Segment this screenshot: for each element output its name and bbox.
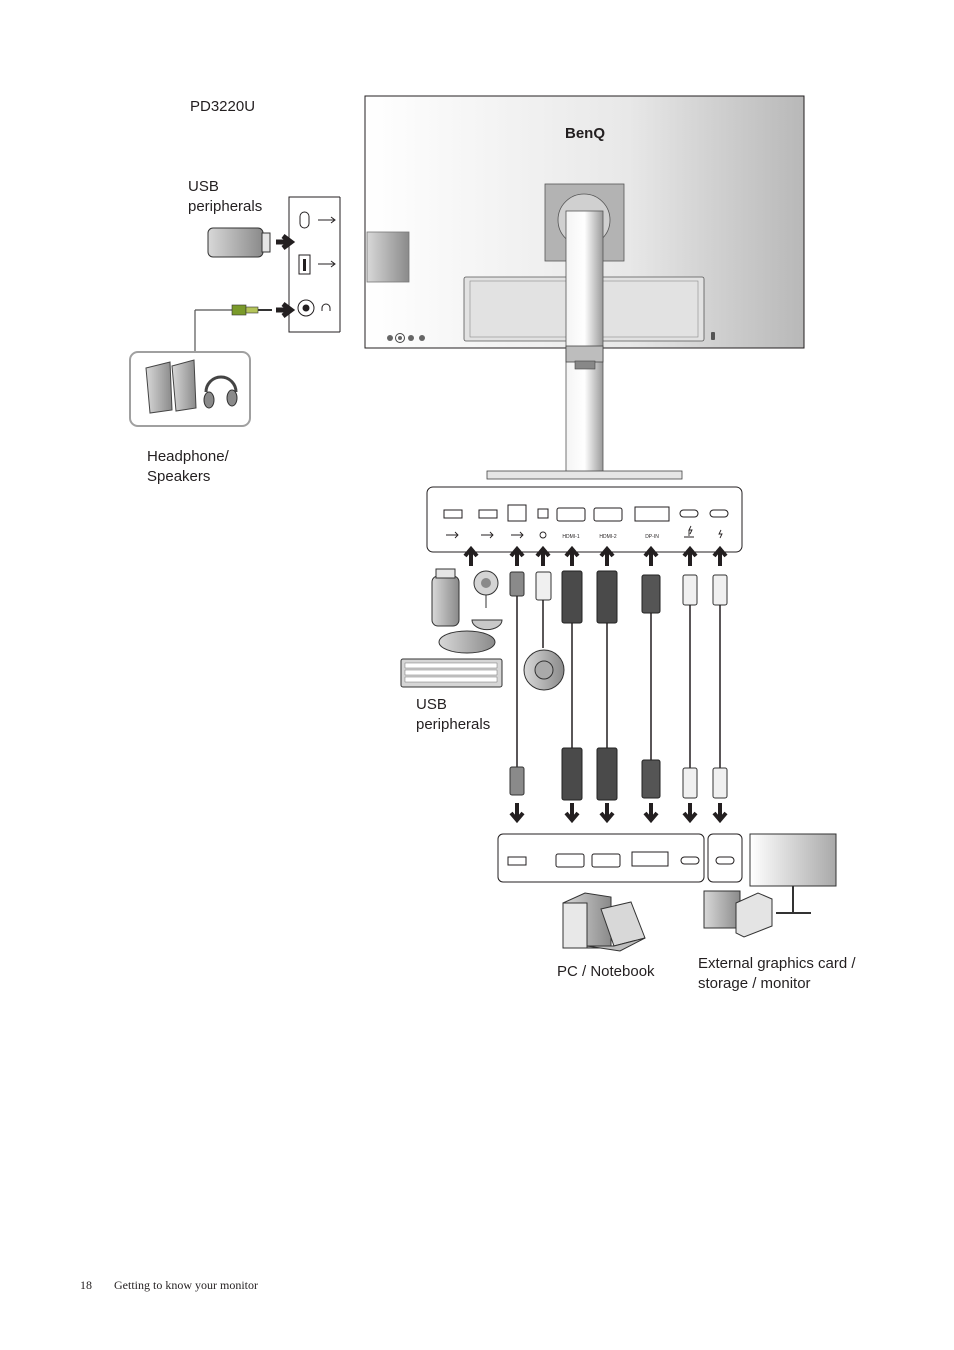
pc-hdmi-port (591, 853, 621, 868)
usb-icon (318, 260, 336, 268)
down-arrows (509, 803, 728, 824)
external-thunderbolt-port (715, 856, 735, 865)
dp-in-port (634, 506, 670, 522)
pc-hdmi-port (555, 853, 585, 868)
mouse-icon (438, 630, 496, 654)
model-label: PD3220U (190, 98, 256, 115)
side-port-panel (288, 196, 341, 333)
pc-usb-port (507, 856, 527, 866)
hdmi-2-label: HDMI-2 (599, 534, 616, 540)
storage-icon (735, 892, 773, 938)
usb-b-port (507, 504, 527, 522)
thunderbolt-icon (718, 529, 723, 539)
external-monitor-icon (749, 833, 837, 887)
dp-in-label: DP-IN (645, 534, 659, 540)
headphone-speakers-box (129, 351, 251, 427)
usb-peripherals-top-label: USB peripherals (188, 178, 263, 215)
pc-dp-port (631, 851, 669, 867)
side-port-cover (366, 231, 410, 283)
external-devices-label: External graphics card / storage / monit… (698, 955, 856, 992)
graphics-card-icon (703, 890, 741, 929)
usb-a-port (443, 509, 463, 519)
laptop-icon (684, 530, 694, 538)
headphone-jack (297, 299, 315, 317)
hotkey-puck-port (537, 508, 549, 519)
usb-a-port (478, 509, 498, 519)
brand-logo: BenQ (565, 125, 605, 142)
headphones-icon (204, 375, 238, 393)
usb-icon (446, 531, 459, 539)
hotkey-icon (539, 531, 547, 539)
rear-port-panel: HDMI-1 HDMI-2 DP-IN (426, 486, 743, 553)
usb-peripherals-group (400, 568, 565, 691)
thunderbolt-icon (688, 525, 693, 535)
pc-port-panel (497, 833, 743, 883)
speaker-icon (145, 361, 173, 414)
hdmi-1-port (556, 507, 586, 522)
arrow-right-icon (276, 234, 296, 250)
hdmi-2-port (593, 507, 623, 522)
usb-icon (318, 216, 336, 224)
usb-c-port (299, 211, 310, 229)
headphone-speakers-label: Headphone/ Speakers (147, 448, 229, 485)
thunderbolt-port-1 (679, 509, 699, 518)
control-buttons (387, 333, 425, 343)
thunderbolt-port-2 (709, 509, 729, 518)
usb-icon (511, 531, 524, 539)
page-number: 18 (80, 1278, 92, 1292)
headphone-icon (321, 303, 331, 311)
external-device-port-panel (707, 833, 743, 883)
usb-peripherals-bottom-label: USB peripherals (416, 696, 491, 733)
usb-drive-icon (431, 575, 460, 627)
arrow-right-icon (276, 302, 296, 318)
stand-base (486, 470, 683, 480)
monitor-stand (486, 210, 683, 480)
usb-drive-top (207, 227, 271, 258)
cables (509, 570, 728, 801)
usb-a-port (298, 254, 311, 275)
speaker-icon (171, 359, 197, 412)
section-title: Getting to know your monitor (114, 1278, 258, 1292)
pc-notebook-label: PC / Notebook (557, 963, 655, 980)
usb-icon (481, 531, 494, 539)
pc-notebook-icon (562, 892, 646, 952)
pc-thunderbolt-port (680, 856, 700, 865)
external-devices-icon (703, 833, 837, 938)
up-arrows (463, 545, 728, 566)
hdmi-1-label: HDMI-1 (562, 534, 579, 540)
